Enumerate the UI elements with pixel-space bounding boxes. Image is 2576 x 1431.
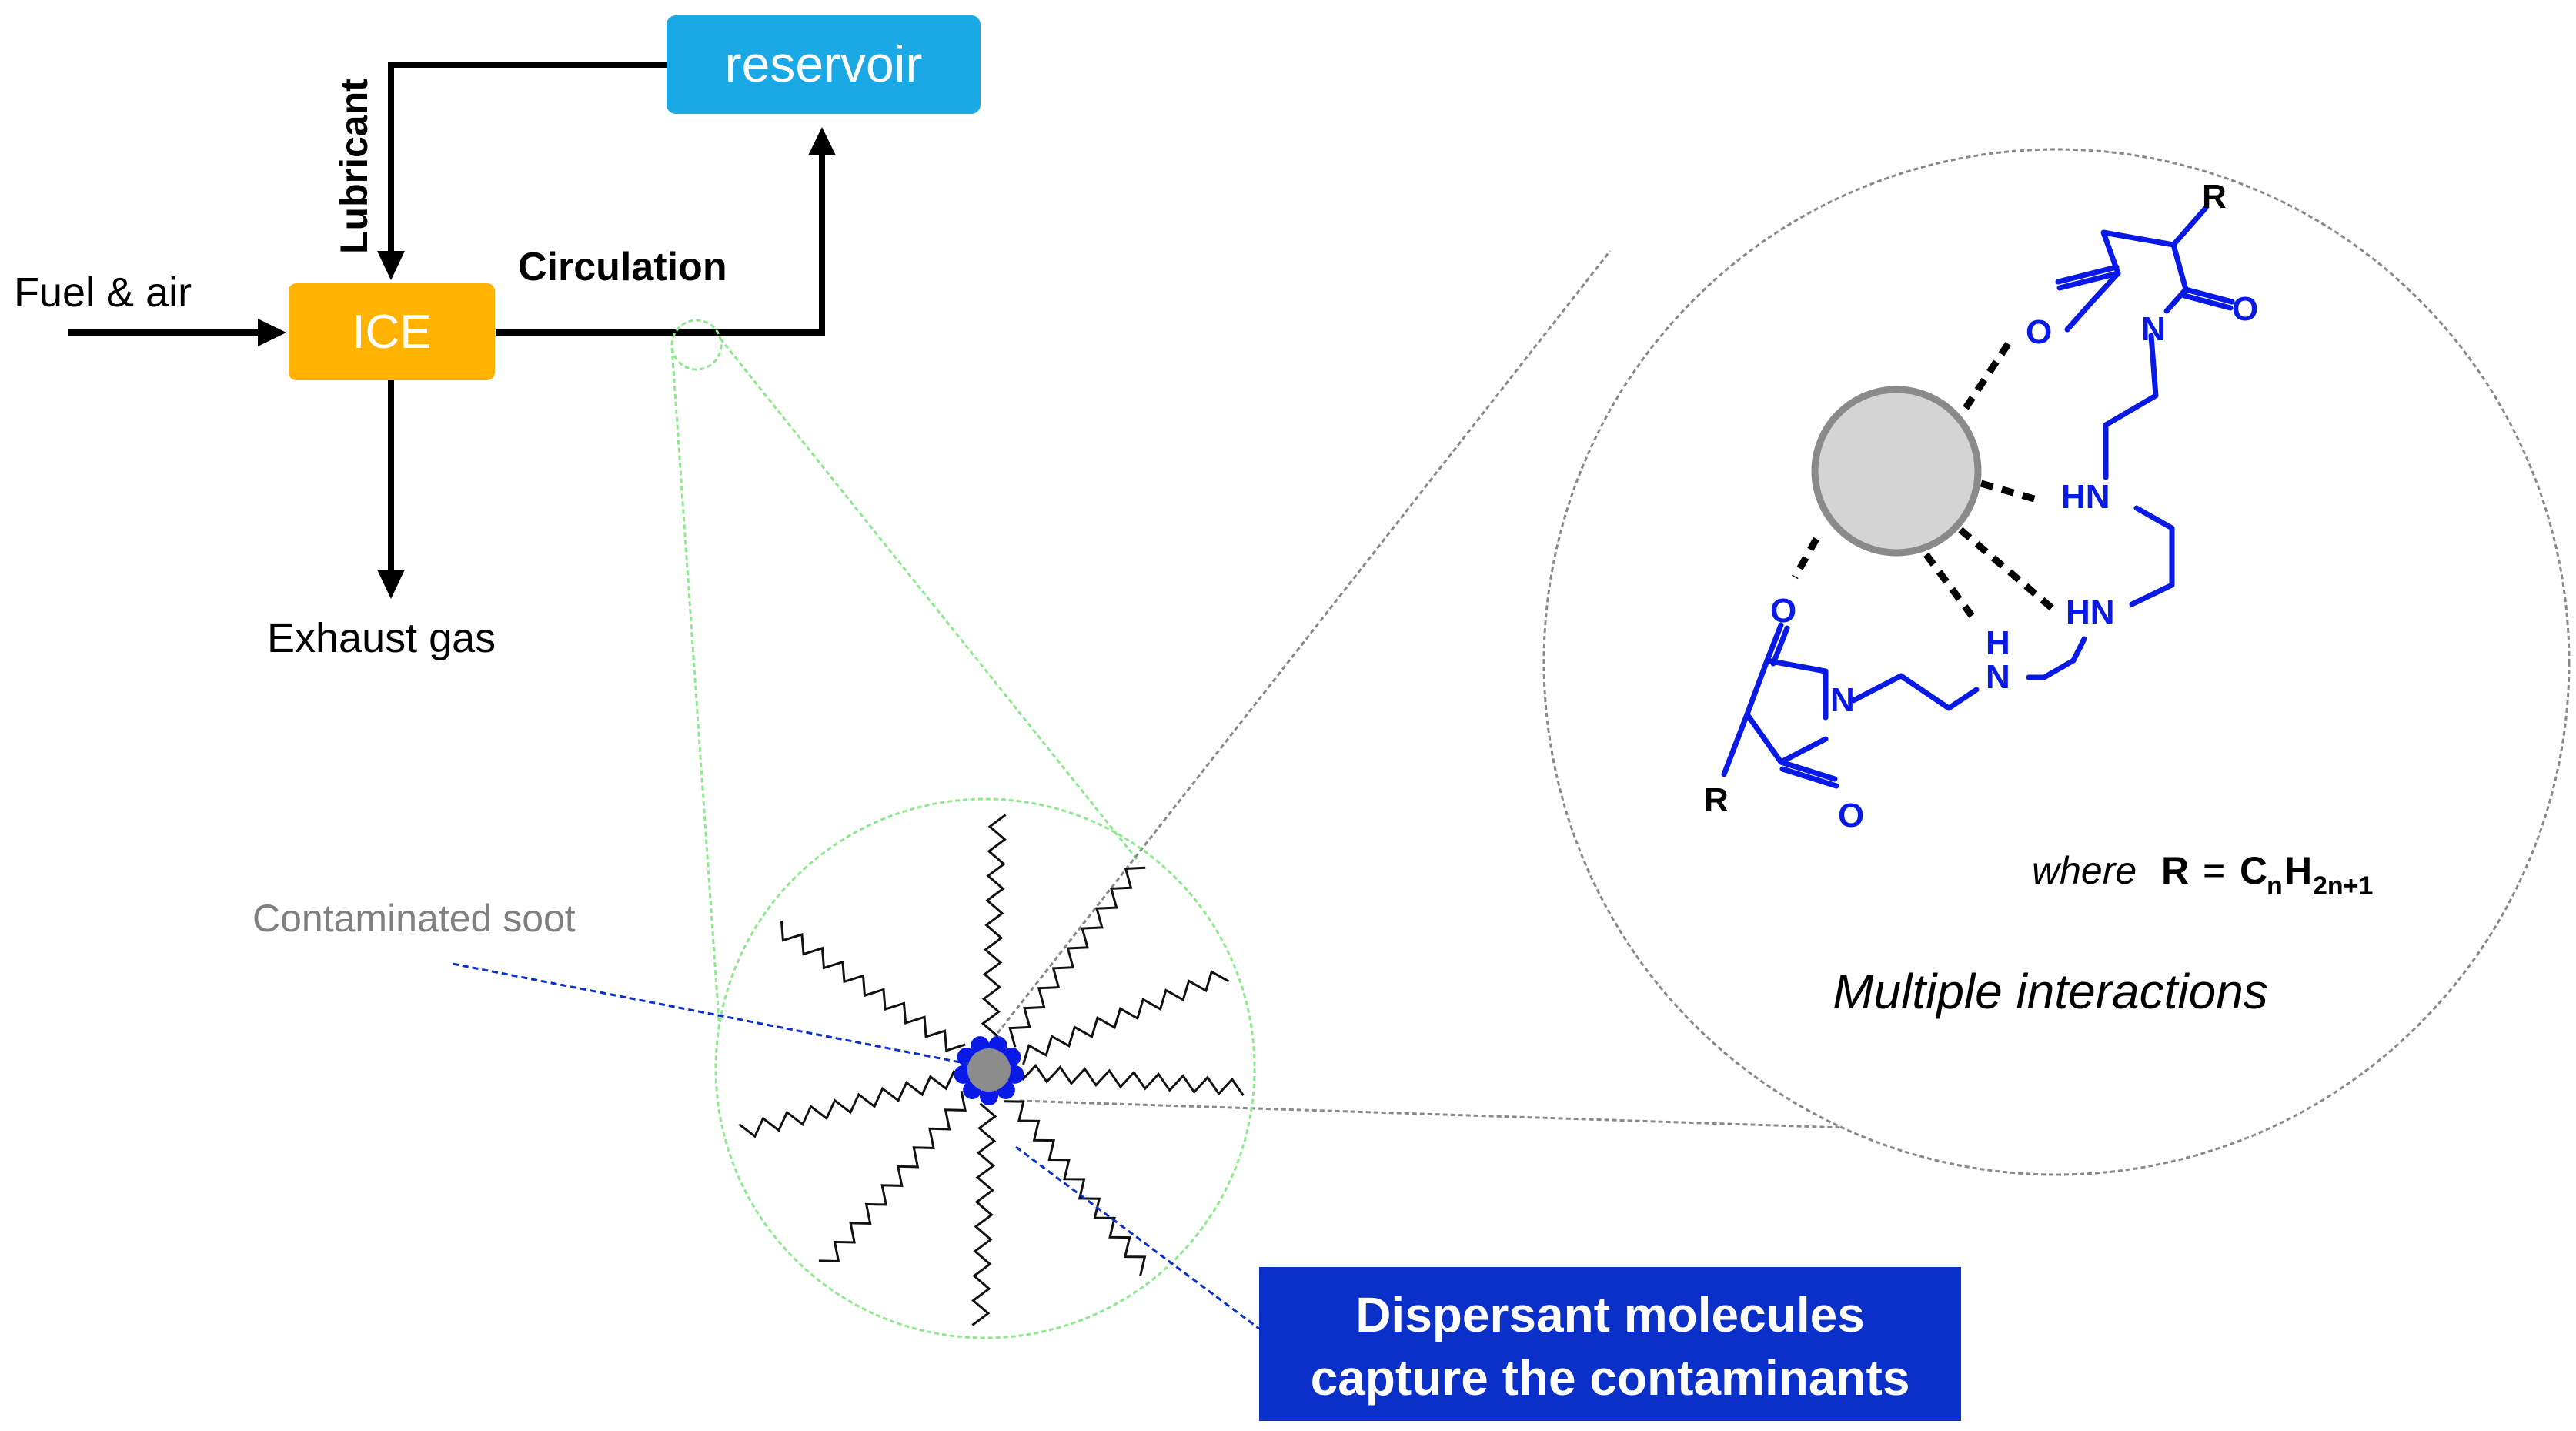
n-top-label: N xyxy=(2141,310,2166,348)
o-bottom-top-label: O xyxy=(1770,592,1796,630)
r-bottom-label: R xyxy=(1704,781,1729,819)
zoom-grey-top xyxy=(991,250,1612,1040)
alkyl-chain xyxy=(818,1091,967,1263)
flow-diagram: Fuel & air Lubricant Circulation Exhaust… xyxy=(14,15,981,661)
alkyl-chain xyxy=(1021,1063,1245,1096)
dispersant-pointer-line xyxy=(1015,1145,1260,1330)
circulation-label: Circulation xyxy=(518,245,727,289)
lubricant-line xyxy=(388,62,670,254)
formula-n-sub: n xyxy=(2267,871,2283,901)
middle-zoom-circle xyxy=(714,797,1256,1339)
hn-upper-label: HN xyxy=(2061,478,2110,516)
callout-box xyxy=(1259,1267,1961,1421)
lubricant-arrowhead xyxy=(377,251,405,280)
exhaust-arrowhead xyxy=(377,570,405,599)
lubricant-label: Lubricant xyxy=(332,79,376,254)
callout-line1: Dispersant molecules xyxy=(1355,1287,1865,1342)
zoom-source-circle xyxy=(670,319,723,371)
zoom-green-left xyxy=(670,347,721,1032)
interaction-bonds xyxy=(1792,335,2054,618)
zoom-green-right xyxy=(719,338,1141,863)
soot-particle xyxy=(967,1048,1011,1092)
o-bottom-right-label: O xyxy=(1838,797,1864,834)
reservoir-label: reservoir xyxy=(725,35,923,92)
big-zoom-circle xyxy=(1542,148,2571,1176)
soot-particle-view: Contaminated soot Dispersant molecules c… xyxy=(252,797,1961,1421)
alkyl-chain xyxy=(1022,970,1230,1065)
formula-h: H xyxy=(2284,849,2312,892)
alkyl-chain xyxy=(1008,866,1146,1048)
soot-pointer-line xyxy=(452,962,969,1065)
reservoir-box xyxy=(667,15,981,114)
n-bottom-label: N xyxy=(1830,681,1855,719)
fuel-arrowhead xyxy=(258,319,286,346)
formula-where: where xyxy=(2032,849,2137,892)
r-top-label: R xyxy=(2202,178,2227,216)
alkyl-chain xyxy=(1004,1100,1147,1277)
soot-sphere xyxy=(1811,386,1982,557)
alkyl-chains xyxy=(738,814,1245,1326)
dispersant-molecule xyxy=(1721,205,2235,789)
ice-label: ICE xyxy=(352,306,431,359)
o-top-right-label: O xyxy=(2232,290,2258,328)
circulation-arrowhead xyxy=(808,127,836,155)
hn-lower-label: HN xyxy=(2066,593,2115,631)
alkyl-chain xyxy=(780,920,966,1052)
alkyl-chain xyxy=(738,1070,956,1138)
o-top-left-label: O xyxy=(2026,313,2052,351)
formula-2n1-sub: 2n+1 xyxy=(2313,871,2373,901)
circulation-line xyxy=(496,152,825,336)
formula-eq: = xyxy=(2203,849,2225,892)
multiple-interactions-caption: Multiple interactions xyxy=(1833,964,2268,1019)
alkyl-chain xyxy=(971,1102,997,1326)
soot-label: Contaminated soot xyxy=(252,897,576,940)
callout-line2: capture the contaminants xyxy=(1311,1350,1910,1406)
molecule-interaction-view: R O O N HN HN H N N O O R where R = C n … xyxy=(1542,148,2571,1176)
h-top-label: H xyxy=(1986,624,2010,662)
alkyl-chain xyxy=(981,814,1007,1038)
n-h-label: N xyxy=(1986,658,2010,696)
ice-box xyxy=(289,283,495,380)
dispersant-head xyxy=(980,1087,998,1105)
formula-r: R xyxy=(2161,849,2189,892)
fuel-label: Fuel & air xyxy=(14,269,192,316)
formula-c: C xyxy=(2240,849,2267,892)
exhaust-label: Exhaust gas xyxy=(267,615,496,661)
